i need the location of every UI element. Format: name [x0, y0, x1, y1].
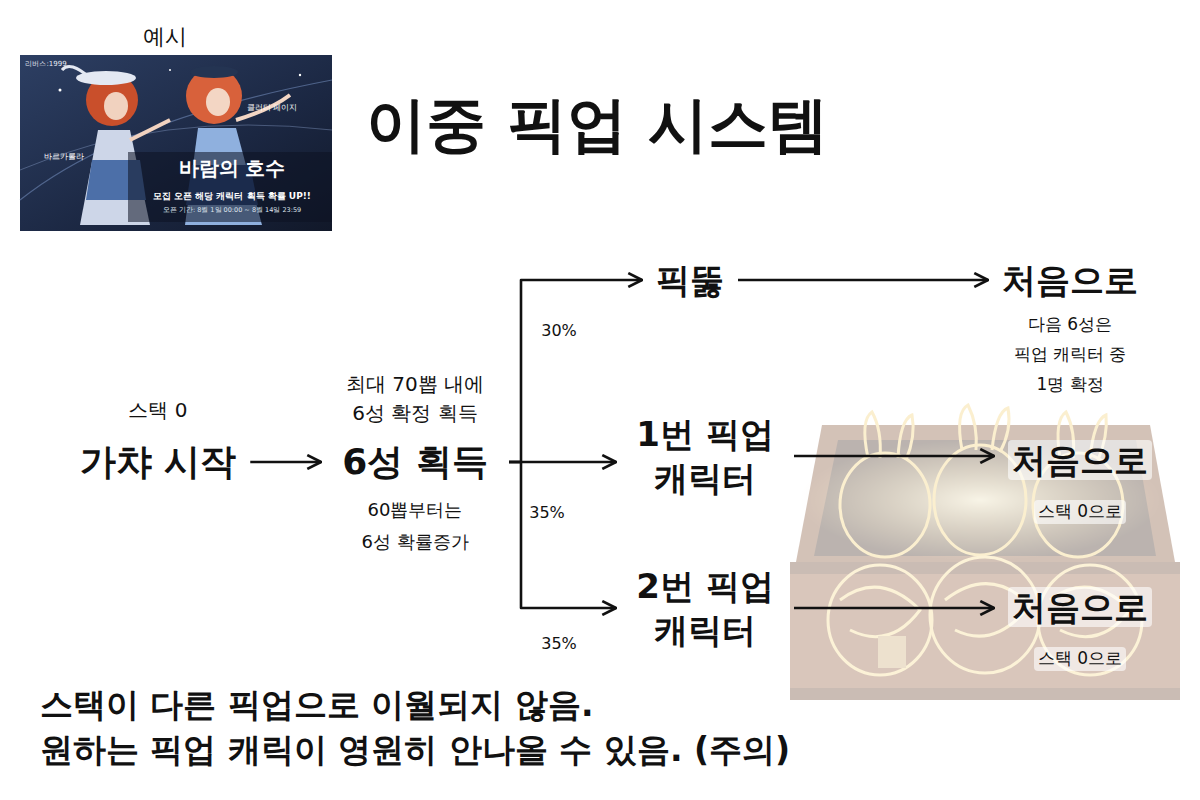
flow-arrow	[738, 279, 988, 282]
reset-step: 처음으로스택 0으로	[994, 581, 1166, 678]
draw-step: 최대 70뽑 내에 6성 확정 획득 6성 획득 60뽑부터는 6성 확률증가	[321, 364, 509, 564]
flow-arrow	[509, 461, 616, 464]
step-note: 다음 6성은 픽업 캐릭터 중 1명 확정	[1011, 310, 1129, 399]
treasure-chest	[790, 405, 1180, 700]
game-logo: 리버스:1999	[25, 60, 66, 68]
banner-image	[20, 55, 332, 231]
outcome-step: 픽뚫	[642, 254, 738, 307]
flow-arrow	[250, 461, 321, 464]
page-title: 이중 픽업 시스템	[366, 85, 828, 166]
reset-step: 처음으로스택 0으로	[994, 434, 1166, 531]
step-note: 60뽑부터는 6성 확률증가	[358, 494, 473, 559]
outcome-step: 2번 픽업 캐릭터	[616, 558, 794, 658]
warning-note: 스택이 다른 픽업으로 이월되지 않음.	[40, 685, 594, 725]
flow-arrow	[794, 607, 994, 610]
probability-label: 35%	[529, 503, 565, 522]
warning-note: 원하는 픽업 캐릭이 영원히 안나올 수 있음. (주의)	[40, 730, 790, 770]
step-label: 가챠 시작	[80, 440, 237, 483]
step-label: 처음으로	[1008, 587, 1152, 628]
flow-arrow	[794, 455, 994, 458]
step-label: 1번 픽업 캐릭터	[630, 412, 780, 500]
outcome-step: 1번 픽업 캐릭터	[616, 406, 794, 506]
probability-label: 35%	[541, 634, 577, 653]
step-label: 픽뚫	[656, 260, 724, 301]
step-label: 처음으로	[1008, 440, 1152, 481]
banner-subtitle: 모집 오픈 해당 캐릭터 획득 확률 UP!!	[153, 191, 311, 202]
flow-arrow	[509, 280, 642, 462]
step-label: 처음으로	[1002, 260, 1138, 301]
banner-period: 오픈 기간: 8월 1일 00:00 ~ 8월 14일 23:59	[163, 207, 301, 215]
reset-step: 처음으로다음 6성은 픽업 캐릭터 중 1명 확정	[988, 254, 1152, 406]
step-note: 스택 0으로	[1034, 500, 1126, 524]
flow-arrow	[509, 462, 616, 608]
start-step: 스택 0 가챠 시작	[66, 392, 251, 489]
banner-title: 바람의 호수	[179, 156, 286, 180]
step-note: 스택 0	[128, 398, 187, 422]
step-label: 6성 획득	[342, 440, 488, 483]
step-note: 스택 0으로	[1034, 647, 1126, 671]
step-label: 2번 픽업 캐릭터	[630, 564, 780, 652]
example-caption: 예시	[143, 24, 187, 50]
step-note: 최대 70뽑 내에 6성 확정 획득	[335, 370, 495, 428]
character-name: 바르카롤라	[44, 152, 84, 162]
probability-label: 30%	[541, 321, 577, 340]
character-name: 클러터 페이지	[247, 103, 298, 113]
